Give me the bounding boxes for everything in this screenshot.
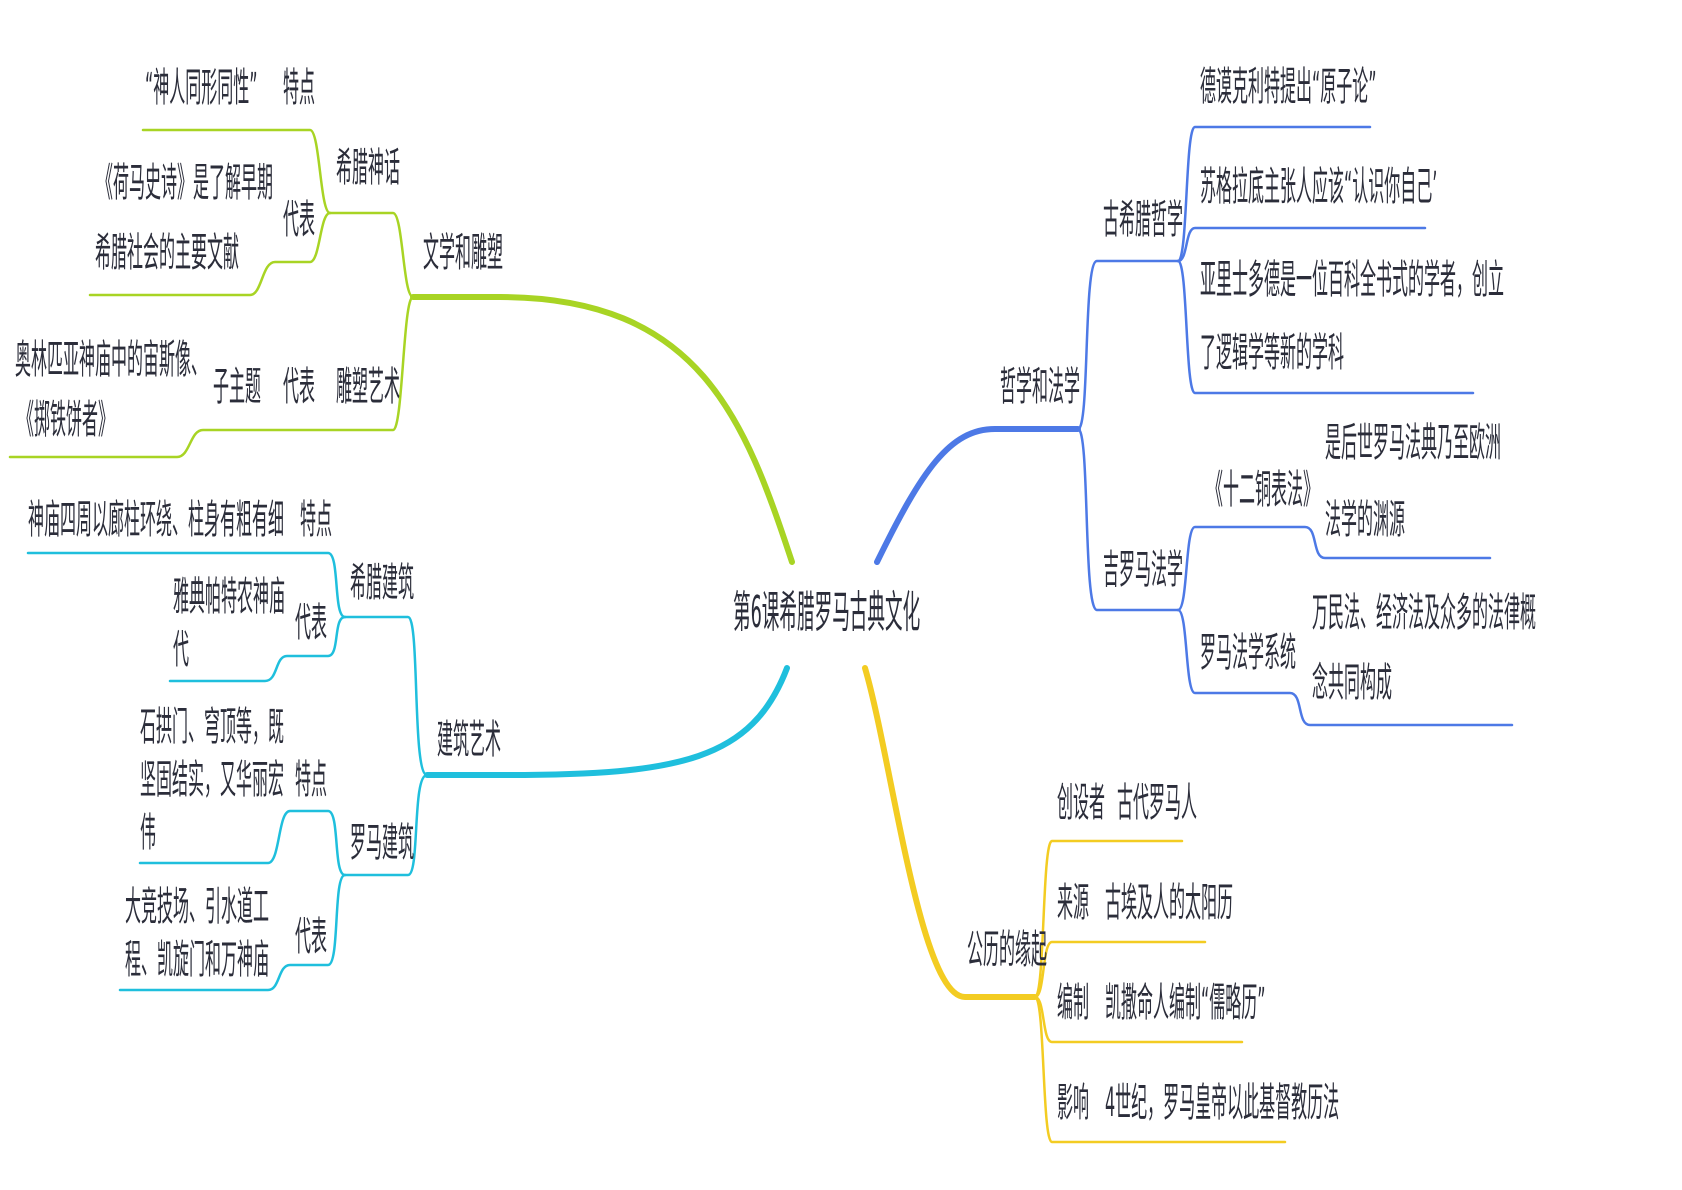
twelve-tables-desc[interactable]: 是后世罗马法典乃至欧洲	[1325, 420, 1501, 466]
connector-greek-arch	[343, 615, 429, 777]
connector-greek-feature	[26, 551, 347, 619]
connector-democritus	[1176, 125, 1372, 263]
calendar-key[interactable]: 编制	[1057, 980, 1089, 1026]
philosophy-item[interactable]: 苏格拉底主张人应该“认识你自己’	[1200, 164, 1438, 210]
topic-greek-philosophy[interactable]: 古希腊哲学	[1103, 197, 1183, 243]
branch-philosophy	[874, 426, 1081, 565]
law-system-desc[interactable]: 万民法、经济法及众多的法律概	[1312, 590, 1536, 636]
topic-sculpture[interactable]: 雕塑艺术	[336, 364, 400, 410]
connector-law-system	[1176, 608, 1514, 727]
connector-cal-3	[1033, 995, 1244, 1044]
topic-philosophy[interactable]: 哲学和法学	[1000, 364, 1080, 410]
philosophy-item[interactable]: 德谟克利特提出“原子论”	[1200, 64, 1377, 110]
roman-arch-rep-line[interactable]: 大竞技场、引水道工	[125, 884, 269, 930]
calendar-key[interactable]: 影响	[1057, 1080, 1089, 1126]
calendar-value[interactable]: 凯撒命人编制“儒略历”	[1105, 980, 1266, 1026]
topic-roman-architecture[interactable]: 罗马建筑	[350, 820, 414, 866]
connector-roman-arch	[343, 773, 429, 877]
branch-calendar	[862, 665, 1038, 1000]
connector-aristotle	[1176, 259, 1475, 395]
connector-greek-rep	[168, 615, 347, 683]
connector-cal-4	[1033, 995, 1287, 1144]
connector-cal-2	[1033, 940, 1207, 999]
label-feature[interactable]: 特点	[283, 65, 315, 111]
calendar-key[interactable]: 来源	[1057, 880, 1089, 926]
aristotle-line[interactable]: 亚里士多德是一位百科全书式的学者，创立	[1200, 257, 1504, 303]
topic-twelve-tables[interactable]: 《十二铜表法》	[1207, 467, 1319, 513]
connector-roman-rep	[118, 873, 347, 992]
roman-arch-rep-line: 程、凯旋门和万神庙	[125, 937, 269, 983]
label-rep[interactable]: 代表	[283, 364, 315, 410]
myth-feature[interactable]: “神人同形同性”	[145, 65, 258, 111]
connector-myth-feature	[141, 128, 332, 215]
topic-law-system[interactable]: 罗马法学系统	[1200, 630, 1296, 676]
connector-greek-phil	[1076, 259, 1180, 431]
calendar-key[interactable]: 创设者	[1057, 780, 1105, 826]
law-system-desc: 念共同构成	[1312, 660, 1392, 706]
label-rep[interactable]: 代表	[295, 914, 327, 960]
myth-rep-line[interactable]: 《荷马史诗》是了解早期	[97, 160, 273, 206]
greek-arch-feature[interactable]: 神庙四周以廊柱环绕、柱身有粗有细	[28, 497, 284, 543]
connector-socrates	[1176, 226, 1427, 263]
calendar-value[interactable]: 4世纪，罗马皇帝以此基督教历法	[1105, 1080, 1340, 1126]
connector-cal-1	[1033, 839, 1184, 999]
greek-arch-rep-line: 代	[173, 627, 189, 673]
roman-arch-feature-line: 伟	[140, 810, 156, 856]
branch-literature	[410, 294, 795, 565]
roman-arch-feature-line: 坚固结实，又华丽宏	[140, 757, 284, 803]
aristotle-line: 了逻辑学等新的学科	[1200, 330, 1344, 376]
connector-sculpture	[8, 295, 415, 459]
twelve-tables-desc: 法学的渊源	[1325, 497, 1405, 543]
connector-myth	[328, 211, 415, 299]
topic-greek-architecture[interactable]: 希腊建筑	[350, 560, 414, 606]
calendar-value[interactable]: 古埃及人的太阳历	[1105, 880, 1233, 926]
roman-arch-feature-line[interactable]: 石拱门、穹顶等，既	[140, 704, 284, 750]
topic-roman-law[interactable]: 吉罗马法学	[1103, 547, 1183, 593]
label-subtopic[interactable]: 子主题	[213, 364, 261, 410]
sculpture-rep-line[interactable]: 奥林匹亚神庙中的宙斯像、	[15, 337, 207, 383]
topic-calendar[interactable]: 公历的缘起	[967, 927, 1047, 973]
myth-rep-line: 希腊社会的主要文献	[95, 230, 239, 276]
connector-myth-rep	[88, 211, 332, 297]
label-rep[interactable]: 代表	[295, 600, 327, 646]
branch-architecture	[424, 665, 790, 778]
connector-roman-feature	[138, 809, 347, 877]
label-rep[interactable]: 代表	[283, 197, 315, 243]
root-topic[interactable]: 第6课希腊罗马古典文化	[733, 587, 921, 638]
calendar-value[interactable]: 古代罗马人	[1117, 780, 1197, 826]
topic-greek-myth[interactable]: 希腊神话	[336, 145, 400, 191]
greek-arch-rep-line[interactable]: 雅典帕特农神庙	[173, 574, 285, 620]
connector-roman-law	[1076, 427, 1180, 612]
label-feature[interactable]: 特点	[300, 497, 332, 543]
topic-architecture[interactable]: 建筑艺术	[437, 717, 501, 763]
sculpture-rep-line: 《掷铁饼者》	[18, 397, 114, 443]
topic-literature[interactable]: 文学和雕塑	[423, 230, 503, 276]
label-feature[interactable]: 特点	[295, 757, 327, 803]
connector-twelve-tables	[1176, 525, 1492, 612]
